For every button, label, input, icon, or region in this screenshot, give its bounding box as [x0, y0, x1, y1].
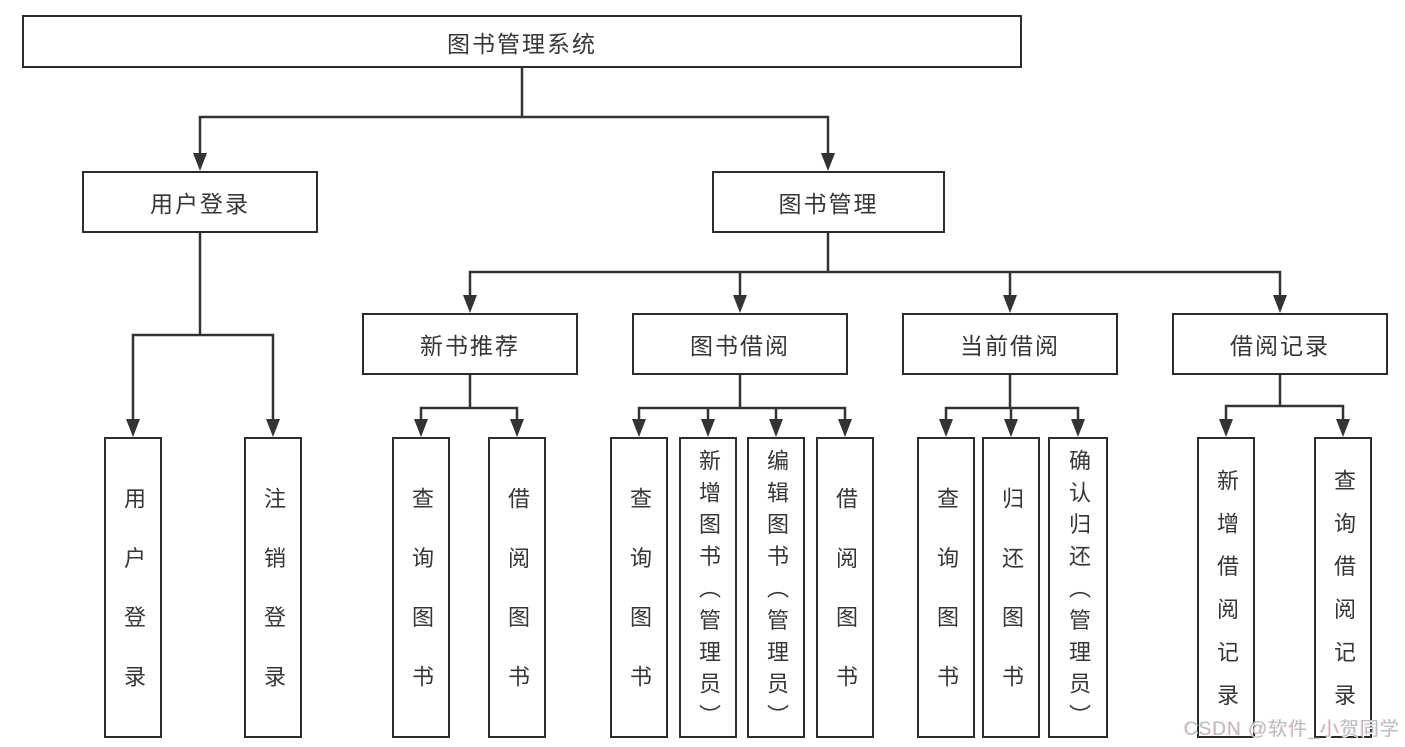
node-book-management: 图书管理	[712, 171, 945, 233]
node-new-book-recommendation: 新书推荐	[362, 313, 578, 375]
node-user-login: 用户登录	[82, 171, 318, 233]
csdn-watermark: CSDN @软件_小贺同学	[1184, 719, 1400, 740]
connector-borrowing-records-branch	[1224, 375, 1345, 421]
leaf-confirm-return-admin: 确认归还（管理员）	[1048, 437, 1108, 738]
node-label: 用户登录	[121, 487, 146, 725]
node-label: 当前借阅	[960, 333, 1060, 359]
node-label: 新增借阅记录	[1214, 469, 1239, 727]
leaf-borrow-books-recommend: 借阅图书	[488, 437, 546, 738]
node-label: 确认归还（管理员）	[1066, 448, 1091, 736]
leaf-borrow-books: 借阅图书	[816, 437, 874, 738]
node-label: 新增图书（管理员）	[696, 448, 721, 736]
node-label: 查询图书	[934, 487, 959, 725]
leaf-edit-book-admin: 编辑图书（管理员）	[747, 437, 805, 738]
leaf-logout: 注销登录	[244, 437, 302, 738]
node-borrowing-records: 借阅记录	[1172, 313, 1388, 375]
connector-new-book-branch	[419, 375, 519, 421]
node-label: 借阅图书	[833, 487, 858, 725]
leaf-query-books-current: 查询图书	[917, 437, 975, 738]
node-label: 新书推荐	[420, 333, 520, 359]
node-library-management-system: 图书管理系统	[22, 15, 1022, 68]
leaf-query-books-borrowing: 查询图书	[610, 437, 668, 738]
connector-user-login-branch	[131, 233, 275, 421]
leaf-add-borrow-record: 新增借阅记录	[1197, 437, 1255, 738]
node-current-borrowing: 当前借阅	[902, 313, 1118, 375]
leaf-user-login: 用户登录	[104, 437, 162, 738]
node-label: 查询图书	[409, 487, 434, 725]
node-label: 图书管理	[778, 191, 879, 217]
node-label: 查询借阅记录	[1331, 469, 1356, 727]
node-label: 注销登录	[261, 487, 286, 725]
leaf-add-book-admin: 新增图书（管理员）	[679, 437, 737, 738]
connector-current-borrowing-branch	[944, 375, 1080, 421]
connector-book-borrowing-branch	[637, 375, 847, 421]
leaf-query-borrow-record: 查询借阅记录	[1314, 437, 1372, 738]
node-label: 归还图书	[999, 487, 1024, 725]
node-book-borrowing: 图书借阅	[632, 313, 848, 375]
node-label: 查询图书	[627, 487, 652, 725]
connector-book-management-branch	[468, 233, 1282, 296]
leaf-query-books-recommend: 查询图书	[392, 437, 450, 738]
node-label: 图书借阅	[690, 333, 790, 359]
node-label: 编辑图书（管理员）	[764, 448, 789, 736]
arrowheads	[126, 153, 1350, 437]
leaf-return-book: 归还图书	[982, 437, 1040, 738]
node-label: 借阅图书	[505, 487, 530, 725]
connector-root-branch	[198, 68, 830, 154]
node-label: 图书管理系统	[447, 30, 597, 57]
node-label: 用户登录	[150, 191, 250, 217]
node-label: 借阅记录	[1230, 333, 1330, 359]
